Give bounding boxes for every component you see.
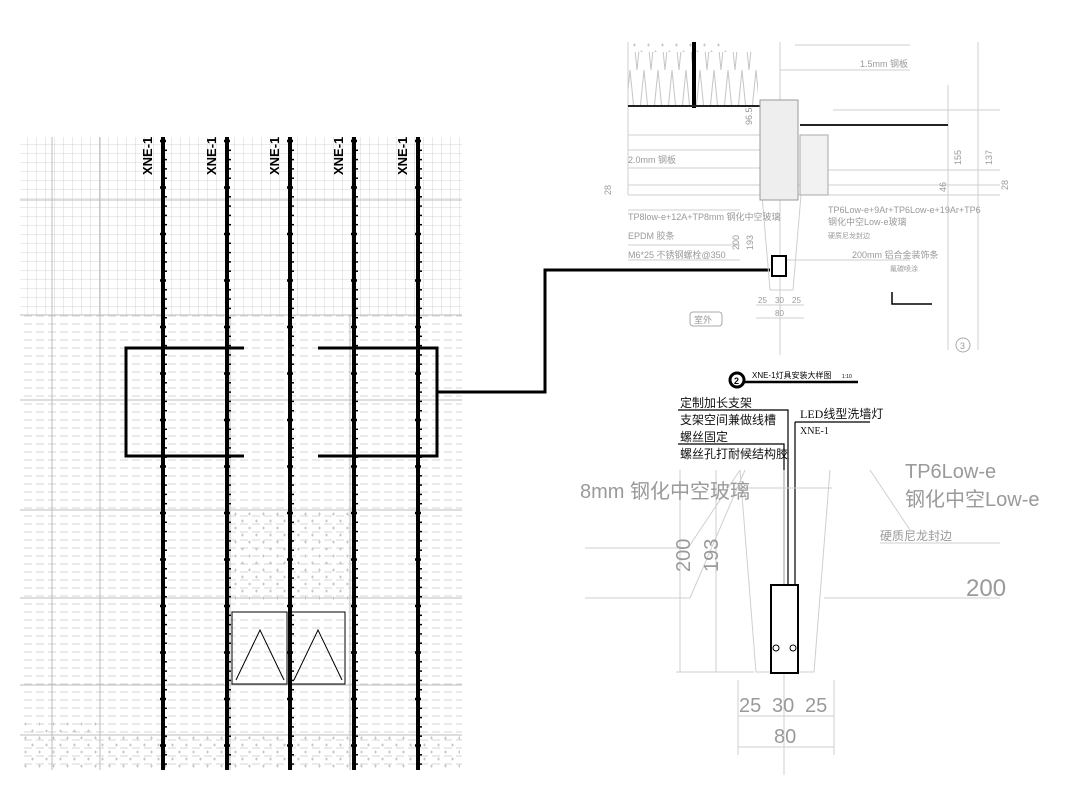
label-bolt: M6*25 不锈钢螺栓@350 — [628, 249, 726, 260]
bg-label-glass-right: 钢化中空Low-e — [905, 488, 1039, 511]
fixture-label: XNE-1 — [140, 137, 155, 175]
dimension: 30 — [772, 695, 794, 717]
label-frame: 200mm 铝合金装饰条 — [852, 249, 939, 260]
dimension: 25 — [739, 695, 761, 717]
fixture-label: XNE-1 — [204, 137, 219, 175]
dimension: 25 — [792, 296, 801, 305]
label-sealant: 硬质尼龙封边 — [828, 231, 870, 240]
svg-text:XNE-1: XNE-1 — [395, 137, 410, 175]
bg-label-sealant: 硬质尼龙封边 — [880, 529, 952, 543]
label-frame-sub: 氟碳喷涂 — [890, 264, 918, 273]
note: 定制加长支架 — [680, 395, 752, 410]
bg-dimension: 200 — [966, 575, 1006, 602]
label-steel-1-5: 1.5mm 钢板 — [860, 58, 908, 69]
dimension: 200 — [673, 539, 695, 572]
fixture-code: XNE-1 — [800, 426, 829, 437]
svg-text:XNE-1: XNE-1 — [267, 137, 282, 175]
fixture-label: XNE-1 — [395, 137, 410, 175]
fixture-label: XNE-1 — [331, 137, 346, 175]
dimension: 137 — [984, 150, 994, 165]
dimension: 155 — [953, 150, 963, 165]
bg-label-glass-right-top: TP6Low-e — [905, 461, 996, 483]
section-detail: 1.5mm 钢板 2.0mm 钢板 TP8low-e+12A+TP8mm 钢化中… — [603, 42, 1010, 355]
dimension: 25 — [758, 296, 767, 305]
dimension: 96.5 — [744, 107, 754, 125]
dimension: 80 — [775, 309, 784, 318]
detail-number: 2 — [734, 376, 739, 386]
dimension: 193 — [701, 539, 723, 572]
dimension: 28 — [1000, 180, 1010, 190]
dimension: 46 — [938, 182, 948, 192]
svg-text:XNE-1: XNE-1 — [331, 137, 346, 175]
label-glass-left: TP8low-e+12A+TP8mm 钢化中空玻璃 — [628, 211, 781, 222]
window-vents — [231, 611, 346, 685]
label-steel-2-0: 2.0mm 钢板 — [628, 154, 676, 165]
dimension: 30 — [775, 296, 784, 305]
note: 螺丝固定 — [680, 429, 728, 444]
dimension: 80 — [774, 726, 796, 748]
label-epdm: EPDM 胶条 — [628, 230, 675, 241]
detail-number: 3 — [960, 341, 965, 351]
svg-text:XNE-1: XNE-1 — [204, 137, 219, 175]
label-outdoor: 室外 — [694, 314, 712, 325]
bg-label-glass-left: 8mm 钢化中空玻璃 — [580, 480, 750, 503]
dimension: 25 — [805, 695, 827, 717]
dimension: 193 — [745, 235, 755, 250]
callout-brackets — [124, 268, 770, 458]
facade-plan: XNE-1 XNE-1 XNE-1 XNE-1 XNE-1 — [20, 137, 770, 770]
dimension: 200 — [731, 235, 741, 250]
dimension: 28 — [603, 185, 613, 195]
fixture-name: LED线型洗墙灯 — [800, 407, 883, 421]
install-detail: 2 XNE-1灯具安装大样图 1:10 定制加长支架 支架空间兼做线槽 螺丝固定… — [580, 370, 1039, 775]
label-glass-right: TP6Low-e+9Ar+TP6Low-e+19Ar+TP6 — [828, 205, 981, 215]
detail-scale: 1:10 — [842, 374, 852, 380]
note: 支架空间兼做线槽 — [680, 412, 776, 427]
detail-title: XNE-1灯具安装大样图 — [752, 370, 832, 380]
fixture-label: XNE-1 — [267, 137, 282, 175]
label-glass-right-sub: 钢化中空Low-e玻璃 — [828, 216, 907, 227]
svg-text:XNE-1: XNE-1 — [140, 137, 155, 175]
note: 螺丝孔打耐候结构胶 — [680, 446, 788, 461]
